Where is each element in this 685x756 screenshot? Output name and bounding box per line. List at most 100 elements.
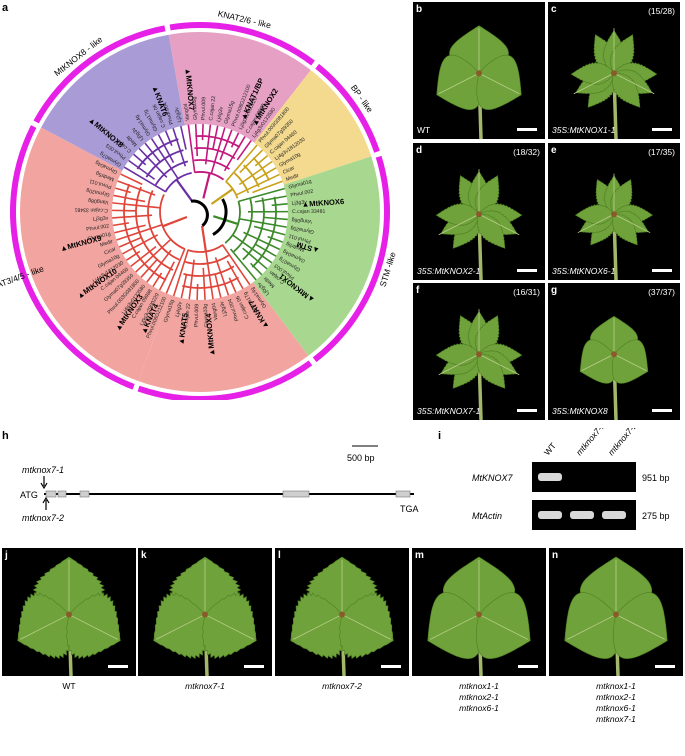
leaf-drawing xyxy=(570,28,658,139)
leaflet xyxy=(612,339,649,384)
clade-ring xyxy=(315,63,380,153)
tree-branch xyxy=(180,125,187,150)
leaf-label: Medtr xyxy=(285,173,300,183)
midrib xyxy=(438,353,480,376)
tree-branch xyxy=(187,124,196,173)
midrib xyxy=(438,72,480,95)
panel-label-d: d xyxy=(416,145,423,156)
gel-band xyxy=(570,511,594,519)
tree-branch xyxy=(223,136,246,172)
tree-root xyxy=(190,199,209,227)
tree-branch xyxy=(158,261,175,291)
leaf-label: C.cajan 33481 xyxy=(74,206,108,213)
gene-label: MtActin xyxy=(472,511,502,521)
scale-bar xyxy=(652,409,672,412)
panel-caption: WT xyxy=(417,125,431,135)
stipule xyxy=(611,211,617,218)
leaflet xyxy=(476,353,506,389)
panel-label-n: n xyxy=(552,550,559,561)
leaf-label: Vang04 xyxy=(183,103,191,121)
tree-node xyxy=(233,172,250,194)
genotype-caption: mtknox7-1 xyxy=(138,681,272,692)
tree-branch xyxy=(115,187,131,194)
exon-2 xyxy=(57,490,67,498)
allele-label-2: mtknox7-2 xyxy=(22,513,64,523)
leaf-label: Glyma20g xyxy=(290,224,314,234)
leaf-label: Lj4g3v xyxy=(216,106,225,123)
midrib xyxy=(478,213,520,236)
leaf-photo-k: k xyxy=(138,548,272,676)
tree-branch xyxy=(172,127,187,167)
leaf-label: Lj2g3v xyxy=(174,106,183,123)
genotype-line: mtknox1-1 xyxy=(596,681,636,691)
tree-branch xyxy=(114,224,146,234)
midrib xyxy=(615,614,665,640)
tree-branch xyxy=(219,129,233,161)
gene-label: MtKNOX7 xyxy=(472,473,514,483)
midrib xyxy=(581,353,615,371)
scale-label: 500 bp xyxy=(347,453,375,463)
leaflet xyxy=(613,592,668,659)
stipule xyxy=(476,70,482,77)
stipule xyxy=(476,351,482,358)
leaflet xyxy=(612,213,638,246)
leaf-drawing xyxy=(435,169,523,280)
tree-branch xyxy=(175,178,193,202)
tree-branch xyxy=(226,260,244,290)
tree-branch xyxy=(113,194,146,203)
band-size: 951 bp xyxy=(642,473,670,483)
tree-branch xyxy=(202,172,211,199)
panel-label-h: h xyxy=(2,430,9,442)
leaf-drawing xyxy=(579,315,649,420)
clade-sector xyxy=(138,282,309,392)
clade-ring xyxy=(137,360,313,400)
panel-label-i: i xyxy=(438,430,442,442)
midrib xyxy=(430,614,480,640)
leaflet xyxy=(476,592,531,659)
tree-branch xyxy=(112,214,153,219)
highlighted-gene: ▲MtKNOX7 xyxy=(183,68,196,111)
phylogenetic-tree: Glyma07gPhvul.003C.cajanMedtrLj0g3vGlyma… xyxy=(0,8,398,400)
tree-branch xyxy=(172,249,189,297)
leaflet xyxy=(574,204,615,226)
tree-node xyxy=(194,159,230,170)
stipule xyxy=(611,70,617,77)
exon-4 xyxy=(282,490,310,498)
leaf-photo-l: l xyxy=(275,548,409,676)
tree-branch xyxy=(164,130,173,147)
midrib xyxy=(478,72,520,95)
midrib xyxy=(341,614,391,640)
clade-ring xyxy=(312,155,391,363)
leaf-label: Lj2g3v xyxy=(219,300,229,317)
tree-branch xyxy=(210,188,234,205)
panel-caption: 35S:MtKNOX7-1 xyxy=(417,406,481,416)
leaflet xyxy=(427,592,482,659)
tree-node xyxy=(145,149,184,178)
midrib xyxy=(204,614,254,640)
leaf-label: C.cajan 22 xyxy=(183,303,192,328)
highlighted-gene: ▲MtKNOX6 xyxy=(301,197,344,209)
gel-band xyxy=(538,473,562,481)
scale-bar xyxy=(652,269,672,272)
tree-branch xyxy=(228,277,237,293)
stipule xyxy=(476,611,482,618)
leaflet xyxy=(435,203,480,227)
clade-sector xyxy=(252,156,380,356)
insertion-arrow-2 xyxy=(42,496,50,510)
exon-1 xyxy=(45,490,57,498)
leaflet xyxy=(611,72,641,108)
midrib xyxy=(478,353,520,376)
panel-caption: 35S:MtKNOX8 xyxy=(552,406,608,416)
leaflet xyxy=(564,592,619,659)
leaf-drawing xyxy=(17,556,121,676)
leaflet xyxy=(202,592,257,660)
gel-band xyxy=(538,511,562,519)
clade-name: BP - like xyxy=(349,83,375,115)
leaflet xyxy=(570,62,615,86)
tree-branch xyxy=(242,247,268,270)
leaf-drawing xyxy=(564,556,668,676)
